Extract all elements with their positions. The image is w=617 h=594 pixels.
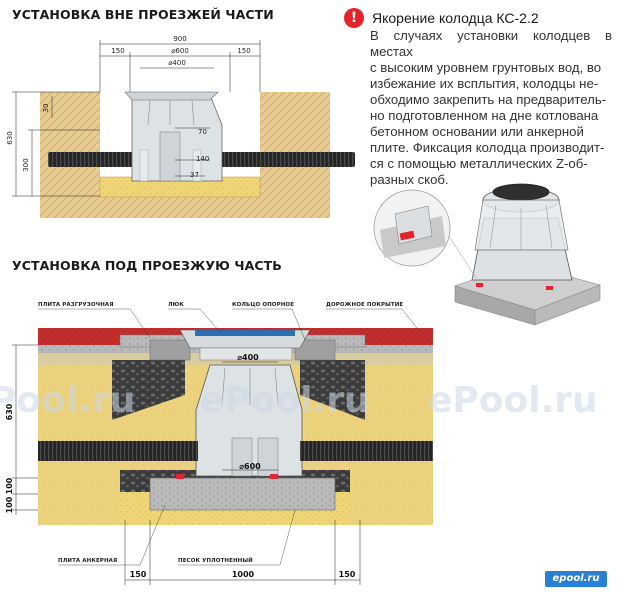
dim-400-bottom: ⌀400 [237, 353, 259, 362]
label-leaders [38, 308, 421, 566]
note-body: В случаях установки колодцев в местах с … [370, 28, 612, 188]
bottom-pipe [38, 441, 433, 461]
dim-37: 37 [190, 171, 199, 179]
dim-600: ⌀600 [171, 47, 189, 55]
note-line: избежание их всплытия, колодцы не- [370, 76, 599, 91]
anchor-illustration [373, 183, 601, 326]
dim-100-lower: 100 [5, 496, 14, 513]
dim-150-bottom-right: 150 [339, 570, 356, 579]
watermark: ePool.ru [200, 380, 370, 421]
label-compacted-sand: ПЕСОК УПЛОТНЕННЫЙ [178, 556, 253, 564]
label-road-surface: ДОРОЖНОЕ ПОКРЫТИЕ [326, 302, 403, 308]
note-line: разных скоб. [370, 172, 449, 187]
label-hatch: ЛЮК [168, 302, 184, 308]
dim-140: 140 [196, 155, 209, 163]
note-line: бетонном основании или анкерной [370, 124, 584, 139]
dim-600-bottom: ⌀600 [239, 462, 261, 471]
watermark: ePool.ru [428, 380, 598, 421]
label-support-ring: КОЛЬЦО ОПОРНОЕ [232, 302, 294, 308]
note-line: плите. Фиксация колодца производит- [370, 140, 605, 155]
dim-150-right: 150 [237, 47, 250, 55]
dim-400: ⌀400 [168, 59, 186, 67]
dim-30: 30 [42, 104, 50, 113]
note-line: обходимо закрепить на предваритель- [370, 92, 607, 107]
section-title-outside-road: УСТАНОВКА ВНЕ ПРОЕЗЖЕЙ ЧАСТИ [12, 7, 274, 22]
note-line: ся с помощью металлических Z-об- [370, 156, 588, 171]
top-well [124, 91, 223, 182]
logo-badge: epool.ru [545, 571, 607, 587]
note-title: Якорение колодца КС-2.2 [372, 10, 539, 26]
dim-300: 300 [22, 158, 30, 171]
logo-text: epool.ru [552, 573, 600, 584]
dim-100-upper: 100 [5, 477, 14, 494]
anchor-plate [149, 474, 336, 511]
section-title-under-road: УСТАНОВКА ПОД ПРОЕЗЖУЮ ЧАСТЬ [12, 258, 282, 273]
dim-70: 70 [198, 128, 207, 136]
warning-icon: ! [344, 8, 364, 28]
top-dimension-lines [12, 40, 261, 197]
dim-630: 630 [6, 131, 14, 144]
label-anchor-plate: ПЛИТА АНКЕРНАЯ [58, 558, 117, 564]
watermark: Pool.ru [0, 380, 135, 421]
dim-630-bottom: 630 [5, 403, 14, 420]
dim-1000: 1000 [232, 570, 255, 579]
note-line: но подготовленном на дне котлована [370, 108, 599, 123]
dim-150-left: 150 [111, 47, 124, 55]
note-line: с высоким уровнем грунтовых вод, во [370, 60, 602, 75]
bottom-dimension-lines [12, 344, 361, 585]
hatch-and-ring [179, 329, 311, 361]
dim-150-bottom-left: 150 [130, 570, 147, 579]
top-pipe [48, 152, 355, 167]
label-unload-plate: ПЛИТА РАЗГРУЗОЧНАЯ [38, 302, 114, 308]
note-line: В случаях установки колодцев в местах [370, 28, 612, 59]
dim-900: 900 [173, 35, 186, 43]
bottom-well [195, 364, 303, 477]
